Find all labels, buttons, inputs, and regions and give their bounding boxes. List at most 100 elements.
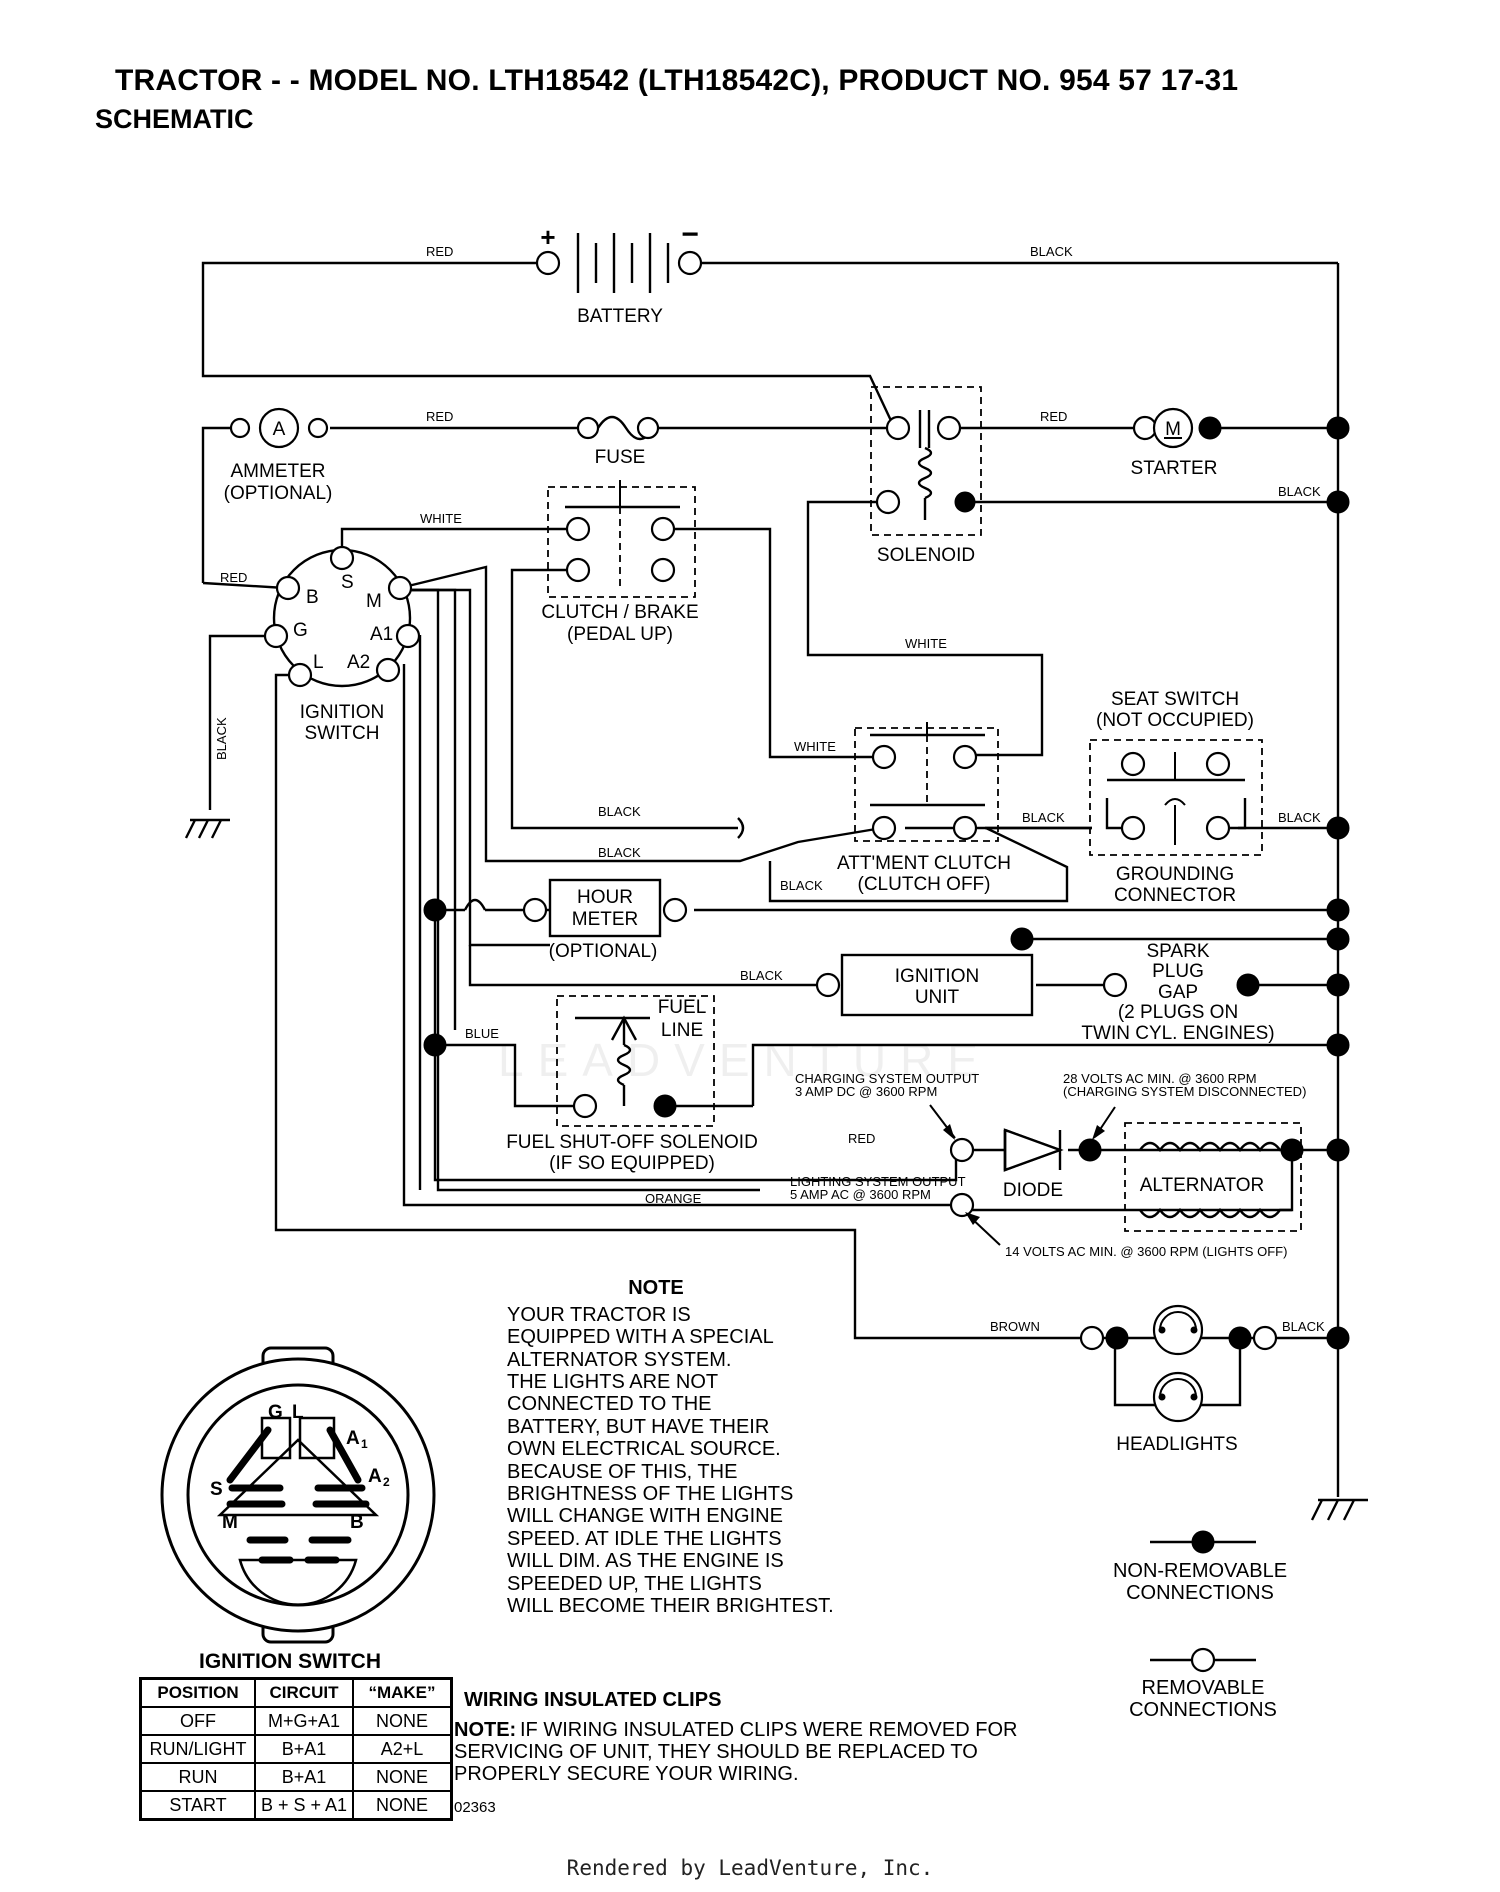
seat-switch-sublabel: (NOT OCCUPIED): [1096, 710, 1254, 731]
table-cell: NONE: [352, 1706, 453, 1736]
terminal-l: L: [313, 652, 324, 673]
diode-label: DIODE: [1003, 1180, 1063, 1201]
wire-label-red: RED: [220, 570, 247, 585]
table-header: POSITION: [139, 1677, 256, 1708]
hour-meter-label: HOUR: [577, 887, 633, 908]
note-line: WILL BECOME THEIR BRIGHTEST.: [507, 1595, 834, 1617]
table-cell: A2+L: [352, 1734, 453, 1764]
ignition-switch-face-title: IGNITION SWITCH: [199, 1650, 381, 1673]
volts28-label-2: (CHARGING SYSTEM DISCONNECTED): [1063, 1084, 1306, 1099]
wire-label-black: BLACK: [780, 878, 823, 893]
spark-plug-label-5: TWIN CYL. ENGINES): [1081, 1023, 1274, 1044]
legend-removable-1: REMOVABLE: [1142, 1677, 1265, 1699]
connection-legend: NON-REMOVABLE CONNECTIONS REMOVABLE CONN…: [1113, 1530, 1287, 1721]
note-line: WILL CHANGE WITH ENGINE: [507, 1505, 783, 1527]
page-title: TRACTOR - - MODEL NO. LTH18542 (LTH18542…: [115, 64, 1239, 97]
table-cell: NONE: [352, 1762, 453, 1792]
table-cell: OFF: [139, 1706, 256, 1736]
table-row: OFF M+G+A1 NONE: [139, 1706, 453, 1736]
wire-label-black: BLACK: [1282, 1319, 1325, 1334]
wire-label-black: BLACK: [1278, 810, 1321, 825]
attachment-clutch-sublabel: (CLUTCH OFF): [858, 874, 991, 895]
table-row: RUN/LIGHT B+A1 A2+L: [139, 1734, 453, 1764]
terminal-s: S: [341, 572, 354, 593]
clips-code: 02363: [454, 1799, 496, 1816]
hour-meter-sublabel: METER: [572, 909, 639, 930]
note-line: OWN ELECTRICAL SOURCE.: [507, 1438, 781, 1460]
spark-plug-label-2: PLUG: [1152, 961, 1204, 982]
table-row: RUN B+A1 NONE: [139, 1762, 453, 1792]
starter: M STARTER: [1131, 407, 1222, 479]
wire-label-black: BLACK: [740, 968, 783, 983]
clips-line-2: SERVICING OF UNIT, THEY SHOULD BE REPLAC…: [454, 1741, 978, 1763]
note-line: THE LIGHTS ARE NOT: [507, 1371, 718, 1393]
wire-label-blue: BLUE: [465, 1026, 499, 1041]
wire-label-white: WHITE: [420, 511, 462, 526]
note-line: BECAUSE OF THIS, THE: [507, 1461, 737, 1483]
clutch-brake-sublabel: (PEDAL UP): [567, 624, 673, 645]
battery-label: BATTERY: [577, 306, 663, 327]
clutch-brake-switch: CLUTCH / BRAKE (PEDAL UP): [541, 480, 699, 645]
battery-positive-label: +: [540, 222, 555, 252]
wire-label-black: BLACK: [1278, 484, 1321, 499]
headlights: HEADLIGHTS: [1079, 1304, 1278, 1455]
table-cell: M+G+A1: [254, 1706, 354, 1736]
note-line: ALTERNATOR SYSTEM.: [507, 1349, 731, 1371]
table-cell: B+A1: [254, 1762, 354, 1792]
fuel-solenoid-label: FUEL SHUT-OFF SOLENOID: [506, 1132, 758, 1153]
starter-symbol: M: [1165, 419, 1181, 440]
fuse-label: FUSE: [595, 447, 646, 468]
ammeter: A AMMETER (OPTIONAL): [224, 407, 333, 504]
spark-plug-label-4: (2 PLUGS ON: [1118, 1002, 1238, 1023]
table-row: START B + S + A1 NONE: [139, 1790, 453, 1821]
note-line: SPEEDED UP, THE LIGHTS: [507, 1573, 762, 1595]
note-line: CONNECTED TO THE: [507, 1393, 711, 1415]
ignition-unit: IGNITION UNIT SPARK PLUG GAP (2 PLUGS ON…: [815, 927, 1275, 1044]
ignition-unit-sublabel: UNIT: [915, 987, 960, 1008]
note-line: WILL DIM. AS THE ENGINE IS: [507, 1550, 784, 1572]
note-heading: NOTE: [628, 1277, 684, 1299]
footer-credit: Rendered by LeadVenture, Inc.: [566, 1856, 934, 1880]
table-cell: START: [139, 1790, 256, 1821]
face-label-g: G: [268, 1402, 283, 1423]
table-header: CIRCUIT: [254, 1677, 354, 1708]
note-line: BRIGHTNESS OF THE LIGHTS: [507, 1483, 793, 1505]
wires: [184, 261, 1368, 1521]
grounding-connector-label: GROUNDING: [1116, 864, 1234, 885]
note-line: YOUR TRACTOR IS: [507, 1304, 691, 1326]
charging-system: CHARGING SYSTEM OUTPUT 3 AMP DC @ 3600 R…: [790, 1071, 1306, 1259]
wiring-clips-note: WIRING INSULATED CLIPS NOTE: IF WIRING I…: [454, 1689, 1017, 1816]
face-label-b: B: [350, 1512, 364, 1533]
face-label-l: L: [292, 1402, 304, 1423]
battery: + − BATTERY: [535, 218, 703, 327]
hour-meter: HOUR METER (OPTIONAL): [423, 878, 688, 962]
clips-note-label: NOTE:: [454, 1719, 516, 1741]
wire-label-black: BLACK: [1022, 810, 1065, 825]
ammeter-optional-label: (OPTIONAL): [224, 483, 333, 504]
table-cell: B + S + A1: [254, 1790, 354, 1821]
ignition-switch-sublabel: SWITCH: [305, 723, 380, 744]
face-label-a2-sub: 2: [383, 1475, 390, 1489]
wire-label-orange: ORANGE: [645, 1191, 702, 1206]
face-label-s: S: [210, 1479, 223, 1500]
page-subtitle: SCHEMATIC: [95, 104, 254, 134]
charging-output-label-1: CHARGING SYSTEM OUTPUT: [795, 1071, 979, 1086]
wire-label-white: WHITE: [905, 636, 947, 651]
terminal-m: M: [366, 591, 382, 612]
legend-removable-2: CONNECTIONS: [1129, 1699, 1277, 1721]
table-cell: B+A1: [254, 1734, 354, 1764]
ammeter-label: AMMETER: [231, 461, 326, 482]
note-line: EQUIPPED WITH A SPECIAL: [507, 1326, 774, 1348]
ammeter-symbol: A: [273, 419, 286, 440]
clips-line-1: IF WIRING INSULATED CLIPS WERE REMOVED F…: [520, 1719, 1017, 1741]
terminal-a1: A1: [370, 624, 393, 645]
face-label-a2: A: [368, 1466, 382, 1487]
clutch-brake-label: CLUTCH / BRAKE: [541, 602, 698, 623]
table-cell: NONE: [352, 1790, 453, 1821]
table-cell: RUN/LIGHT: [139, 1734, 256, 1764]
lighting-output-label-2: 5 AMP AC @ 3600 RPM: [790, 1187, 931, 1202]
battery-negative-label: −: [681, 218, 699, 251]
ignition-switch-label: IGNITION: [300, 702, 384, 723]
ignition-position-table: POSITION CIRCUIT “MAKE” OFF M+G+A1 NONE …: [139, 1677, 453, 1821]
